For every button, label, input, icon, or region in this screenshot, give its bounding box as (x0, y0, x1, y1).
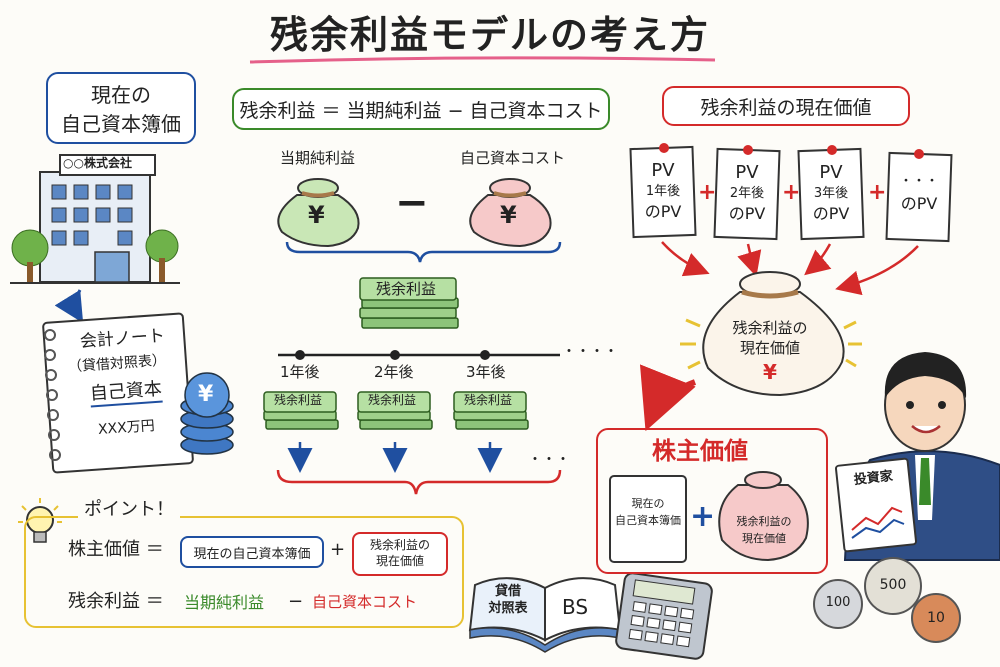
sv-book-text: 現在の 自己資本簿価 (610, 496, 686, 529)
timeline-year-2: 2年後 (374, 363, 414, 381)
sv-plus: + (690, 499, 716, 534)
residual-stack-label: 残余利益 (376, 280, 437, 298)
year-cash-stacks (263, 391, 529, 430)
calculator-icon (615, 572, 713, 660)
pv-card-1-top: PV (651, 160, 675, 181)
net-income-bag-icon (277, 178, 360, 248)
pv-card-4-mid: ・・・ (899, 174, 939, 189)
pv-card-1-mid: 1年後 (645, 184, 681, 200)
coin-500-label: 500 (879, 577, 907, 593)
point-row1-box1-text: 現在の自己資本簿価 (193, 546, 311, 562)
year-stack-label-1: 残余利益 (274, 393, 323, 407)
sv-bag-line2: 現在価値 (742, 531, 786, 545)
point-row1-box2-l1: 残余利益の (369, 538, 430, 553)
pv-plus-3: + (868, 180, 887, 205)
bs-book-label: 貸借 対照表 (478, 584, 538, 618)
bs-book-icon (468, 577, 622, 653)
formula-top-text: 残余利益 ＝ 当期純利益 − 自己資本コスト (239, 99, 603, 122)
sv-bag-icon (718, 471, 809, 562)
timeline-ellipsis: ・・・・ (562, 344, 618, 360)
year-stack-label-3: 残余利益 (464, 393, 513, 407)
coin-10-label: 10 (927, 610, 945, 626)
point-row2-net: 当期純利益 (184, 593, 265, 612)
point-row1-label: 株主価値 ＝ (68, 539, 164, 560)
book-value-line1: 現在の (91, 83, 151, 107)
shareholder-value-title: 株主価値 (652, 437, 748, 465)
pv-card-4: ・・・ のPV (888, 172, 950, 216)
building-icon (10, 154, 180, 284)
sv-book-icon (609, 475, 687, 563)
equity-cost-label: 自己資本コスト (460, 149, 566, 167)
pv-bag-text: 残余利益の 現在価値 ¥ (715, 318, 825, 386)
pin-icons (659, 143, 924, 159)
pv-title-box: 残余利益の現在価値 (662, 86, 910, 126)
sv-book-line2: 自己資本簿価 (615, 513, 681, 527)
pv-bag-yen: ¥ (763, 359, 777, 384)
pv-card-3: PV 3年後 のPV (800, 160, 862, 226)
equity-cost-bag-icon (469, 178, 552, 248)
pv-card-4-bot: のPV (900, 193, 938, 213)
coin-100-label: 100 (825, 595, 851, 610)
title-underline (249, 56, 716, 64)
sv-bag-text: 残余利益の 現在価値 (722, 514, 806, 547)
bs-book-label-l1: 貸借 (494, 584, 521, 599)
investor-report-icon (834, 457, 918, 553)
point-row2-label: 残余利益 ＝ (68, 591, 164, 612)
year-down-arrows (287, 442, 503, 473)
shareholder-value-box (596, 428, 828, 574)
bs-book-label-l2: 対照表 (488, 600, 528, 616)
pv-plus-2: + (782, 180, 801, 205)
year-stack-label-2: 残余利益 (368, 393, 417, 407)
net-income-label: 当期純利益 (280, 149, 356, 167)
pv-bag-line1: 残余利益の (732, 319, 808, 337)
net-income-yen: ¥ (308, 201, 325, 229)
pv-card-3-bot: のPV (812, 204, 850, 224)
pv-card-2-mid: 2年後 (729, 186, 765, 202)
pv-card-2-top: PV (735, 162, 759, 183)
pv-card-1: PV 1年後 のPV (632, 158, 694, 224)
pv-to-shareholder-arrow (640, 364, 697, 432)
pv-card-2: PV 2年後 のPV (716, 160, 778, 226)
pv-card-3-mid: 3年後 (813, 186, 849, 202)
point-row1-plus: + (330, 539, 346, 560)
page-title: 残余利益モデルの考え方 (270, 13, 711, 57)
point-row1-box2: 残余利益の 現在価値 (352, 532, 448, 576)
timeline-more: ・・・ (528, 452, 570, 468)
sv-bag-line1: 残余利益の (736, 515, 792, 528)
pv-arrows (661, 241, 919, 296)
equity-cost-yen: ¥ (500, 201, 517, 229)
pv-bag-icon (702, 271, 845, 397)
point-row2-cost: 自己資本コスト (312, 593, 418, 611)
book-value-line2: 自己資本簿価 (61, 112, 181, 136)
coin-icons (813, 557, 961, 643)
point-row2-minus: − (288, 591, 304, 612)
coin-stack-yen: ¥ (198, 382, 214, 407)
residual-cash-stack-icon (359, 277, 459, 329)
bs-book-bs: BS (562, 595, 589, 619)
formula-top-box: 残余利益 ＝ 当期純利益 − 自己資本コスト (232, 88, 610, 130)
bags-minus: − (395, 180, 429, 226)
book-value-box: 現在の 自己資本簿価 (46, 72, 196, 144)
coin-stack-icon (180, 372, 234, 455)
building-to-notebook-arrow (54, 289, 84, 324)
point-box (24, 516, 464, 628)
pv-card-1-bot: のPV (644, 202, 682, 222)
point-title: ポイント！ (78, 499, 180, 521)
pv-plus-1: + (698, 180, 717, 205)
pv-card-3-top: PV (819, 162, 843, 183)
pv-cards-shapes (629, 145, 953, 243)
point-row1-box2-l2: 現在価値 (375, 554, 424, 568)
pv-title: 残余利益の現在価値 (700, 96, 872, 119)
timeline-brace (276, 469, 562, 495)
company-sign: ○○株式会社 (63, 156, 132, 170)
bags-brace (285, 241, 562, 263)
timeline-year-3: 3年後 (466, 363, 506, 381)
pv-card-2-bot: のPV (728, 204, 766, 224)
point-row1-box1: 現在の自己資本簿価 (180, 536, 324, 568)
sv-book-line1: 現在の (631, 497, 665, 510)
pv-bag-line2: 現在価値 (739, 339, 800, 358)
timeline-year-1: 1年後 (280, 363, 320, 381)
